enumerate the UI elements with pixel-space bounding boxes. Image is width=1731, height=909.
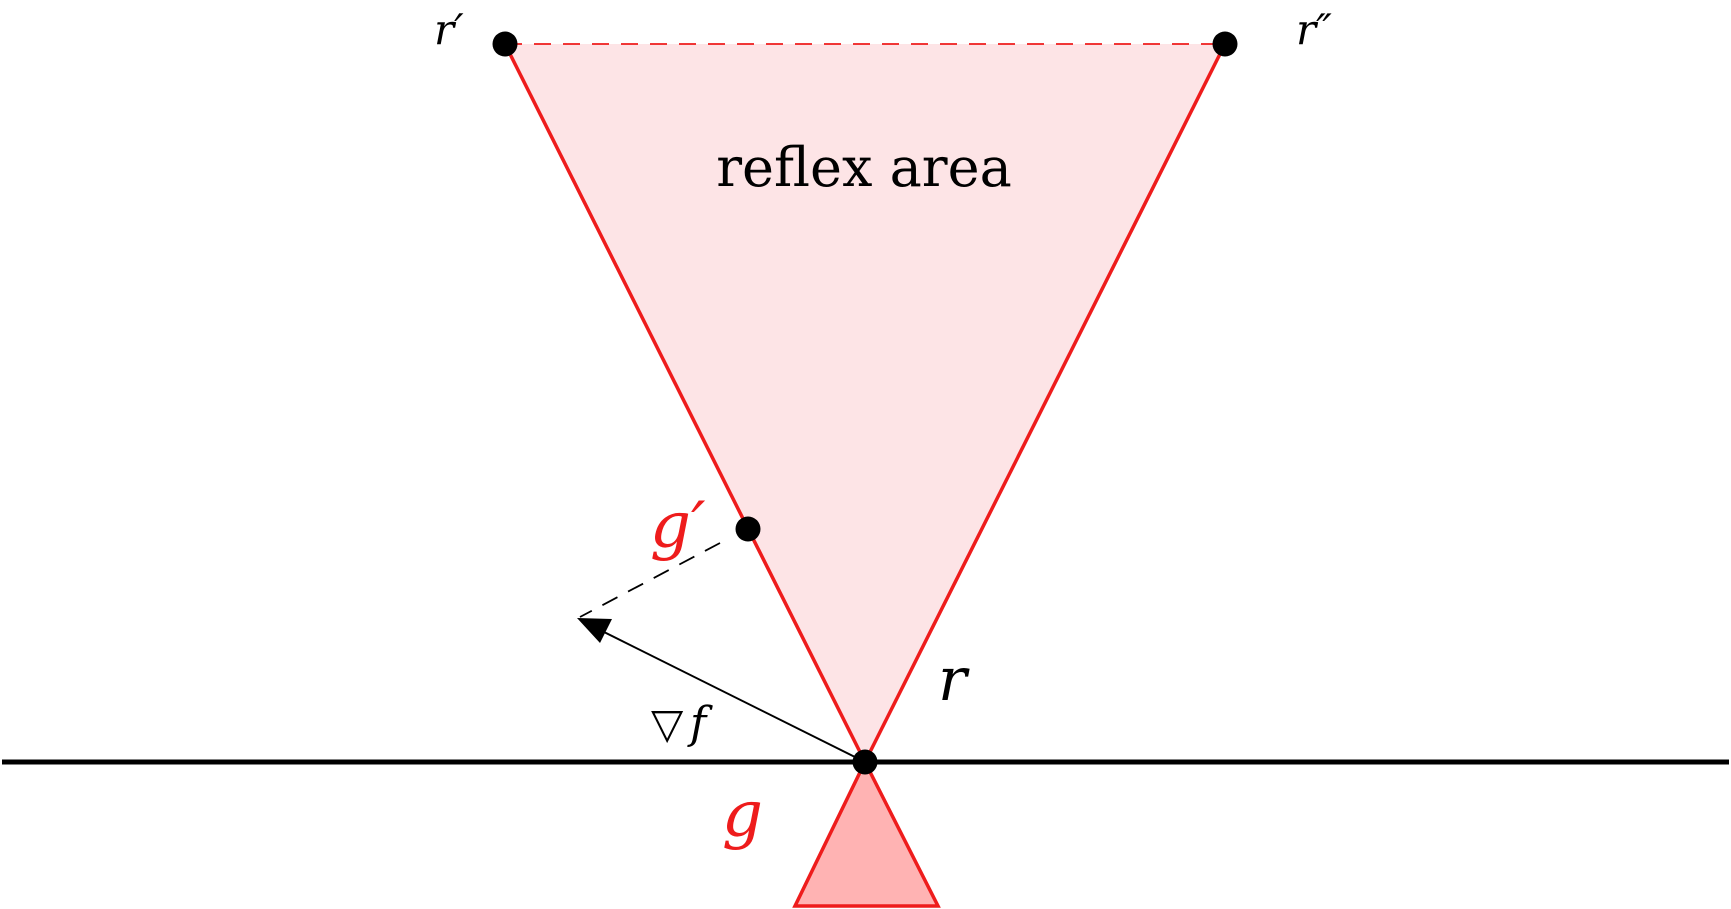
label-reflex-area: reflex area <box>716 136 1012 199</box>
label-gradient-symbol: ▽ <box>651 699 684 748</box>
edge-r-to-r-prime <box>503 43 867 763</box>
label-g-prime: g′ <box>650 489 706 563</box>
g-region <box>792 758 941 908</box>
point-g-prime <box>735 516 761 542</box>
gradient-arrow-shaft <box>599 629 866 763</box>
edge-r-to-r-double-prime <box>863 43 1227 763</box>
label-g: g <box>722 778 763 852</box>
point-r <box>852 749 878 775</box>
label-r: r <box>938 645 970 715</box>
label-gradient-f: f <box>687 698 713 749</box>
point-r-double-prime <box>1212 31 1238 57</box>
reflex-area-region <box>505 44 1225 762</box>
dashed-projection-line <box>579 542 721 618</box>
label-r-prime: r′ <box>434 5 464 54</box>
label-r-double-prime: r″ <box>1296 5 1332 54</box>
gradient-arrow-head <box>577 618 612 643</box>
point-r-prime <box>492 31 518 57</box>
